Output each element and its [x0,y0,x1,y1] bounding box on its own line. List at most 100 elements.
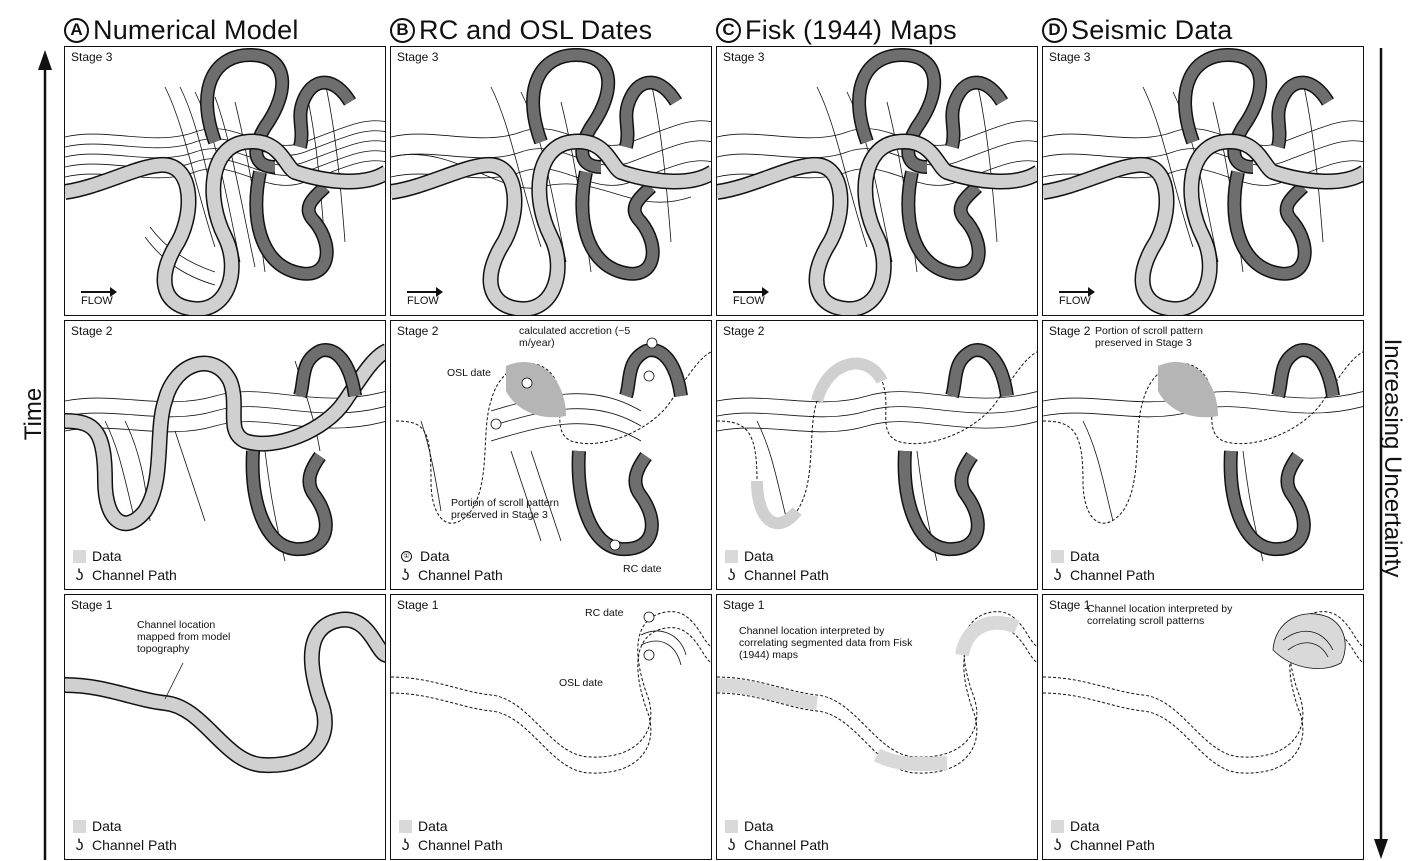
legend-data-label: Data [744,817,774,836]
col-title-d: Seismic Data [1071,15,1232,46]
legend: Data ʖ Channel Path [725,547,829,585]
legend-channel-label: Channel Path [1070,836,1155,855]
stage-label: Stage 1 [397,598,438,612]
panel-b-stage1: Stage 1 RC date OSL date Data ʖ Channel P… [390,594,712,860]
col-letter-b: B [390,18,415,43]
flow-arrow-icon [81,291,115,293]
legend-channel-label: Channel Path [418,566,503,585]
panel-c-stage2: Stage 2 Data ʖ Channel Path [716,320,1038,590]
flow-arrow-icon [1059,291,1093,293]
legend: Data ʖ Channel Path [73,817,177,855]
panel-a-stage1: Stage 1 Channel location mapped from mod… [64,594,386,860]
time-axis-label: Time [20,384,48,444]
legend: Data ʖ Channel Path [725,817,829,855]
stage-label: Stage 3 [71,50,112,64]
panel-b-stage3: Stage 3 FLOW [390,46,712,316]
panel-a-stage3: Stage 3 FLOW [64,46,386,316]
panel-d-stage2: Stage 2 Portion of scroll pattern preser… [1042,320,1364,590]
legend-channel-label: Channel Path [1070,566,1155,585]
stage-label: Stage 1 [1049,598,1090,612]
col-title-b: RC and OSL Dates [419,15,652,46]
channel-path-icon: ʖ [73,566,86,585]
flow-indicator: FLOW [407,291,441,307]
flow-label: FLOW [733,295,765,307]
legend: Data ʖChannel Path [1051,547,1155,585]
legend-channel-label: Channel Path [418,836,503,855]
legend-channel-label: Channel Path [744,566,829,585]
flow-arrow-icon [407,291,441,293]
stage-label: Stage 3 [1049,50,1090,64]
stage-label: Stage 3 [723,50,764,64]
legend-data-label: Data [744,547,774,566]
flow-indicator: FLOW [733,291,767,307]
annotation-scroll-portion: Portion of scroll pattern preserved in S… [1095,325,1245,349]
col-header-b: B RC and OSL Dates [390,12,652,48]
panel-d-stage3: Stage 3 FLOW [1042,46,1364,316]
panel-d-stage1: Stage 1 Channel location interpreted by … [1042,594,1364,860]
data-marker-icon: ① [401,551,412,562]
data-swatch-icon [1051,820,1064,833]
legend-data-label: Data [418,817,448,836]
col-header-d: D Seismic Data [1042,12,1232,48]
legend-channel-label: Channel Path [92,566,177,585]
stage-label: Stage 1 [71,598,112,612]
flow-indicator: FLOW [1059,291,1093,307]
col-title-c: Fisk (1944) Maps [745,15,957,46]
stage-label: Stage 1 [723,598,764,612]
data-swatch-icon [73,550,86,563]
meander-stage3-d [1043,47,1364,316]
annotation-accretion: calculated accretion (~5 m/year) [519,325,639,349]
legend-data-label: Data [92,817,122,836]
legend-data-label: Data [92,547,122,566]
channel-path-icon: ʖ [725,566,738,585]
stage-label: Stage 2 [397,324,438,338]
col-letter-d: D [1042,18,1067,43]
col-header-a: A Numerical Model [64,12,299,48]
col-header-c: C Fisk (1944) Maps [716,12,957,48]
flow-label: FLOW [407,295,439,307]
annotation-osl-date: OSL date [447,367,491,379]
time-axis-arrow [30,48,60,861]
legend-channel-label: Channel Path [92,836,177,855]
legend: Data ʖ Channel Path [1051,817,1155,855]
stage-label: Stage 3 [397,50,438,64]
channel-path-icon: ʖ [1051,836,1064,855]
stage-label: Stage 2 [1049,324,1090,338]
col-title-a: Numerical Model [93,15,299,46]
channel-path-icon: ʖ [725,836,738,855]
panel-a-stage2: Stage 2 Data ʖ Channel Path [64,320,386,590]
legend-data-label: Data [420,547,450,566]
annotation-scroll-portion: Portion of scroll pattern preserved in S… [451,497,559,521]
flow-indicator: FLOW [81,291,115,307]
legend-data-label: Data [1070,547,1100,566]
data-swatch-icon [1051,550,1064,563]
annotation-channel-location: Channel location interpreted by correlat… [739,625,919,661]
annotation-rc-date: RC date [585,607,624,619]
meander-stage3-b [391,47,712,316]
annotation-rc-date: RC date [623,563,662,575]
legend-channel-label: Channel Path [744,836,829,855]
data-swatch-icon [725,550,738,563]
flow-arrow-icon [733,291,767,293]
legend: Data ʖ Channel Path [399,817,503,855]
legend: ① Data ʖ Channel Path [399,547,503,585]
annotation-channel-location: Channel location interpreted by correlat… [1087,603,1277,627]
flow-label: FLOW [1059,295,1091,307]
stage-label: Stage 2 [71,324,112,338]
data-swatch-icon [725,820,738,833]
meander-stage3-c [717,47,1038,316]
uncertainty-axis-label: Increasing Uncertainty [1378,328,1406,588]
channel-path-icon: ʖ [399,566,412,585]
flow-label: FLOW [81,295,113,307]
channel-path-icon: ʖ [73,836,86,855]
annotation-channel-location: Channel location mapped from model topog… [137,619,237,655]
col-letter-a: A [64,18,89,43]
data-swatch-icon [399,820,412,833]
channel-path-icon: ʖ [399,836,412,855]
stage-label: Stage 2 [723,324,764,338]
annotation-osl-date: OSL date [559,677,603,689]
data-swatch-icon [73,820,86,833]
panel-b-stage2: Stage 2 calculated accretion (~5 m/year)… [390,320,712,590]
legend-data-label: Data [1070,817,1100,836]
panel-c-stage1: Stage 1 Channel location interpreted by … [716,594,1038,860]
